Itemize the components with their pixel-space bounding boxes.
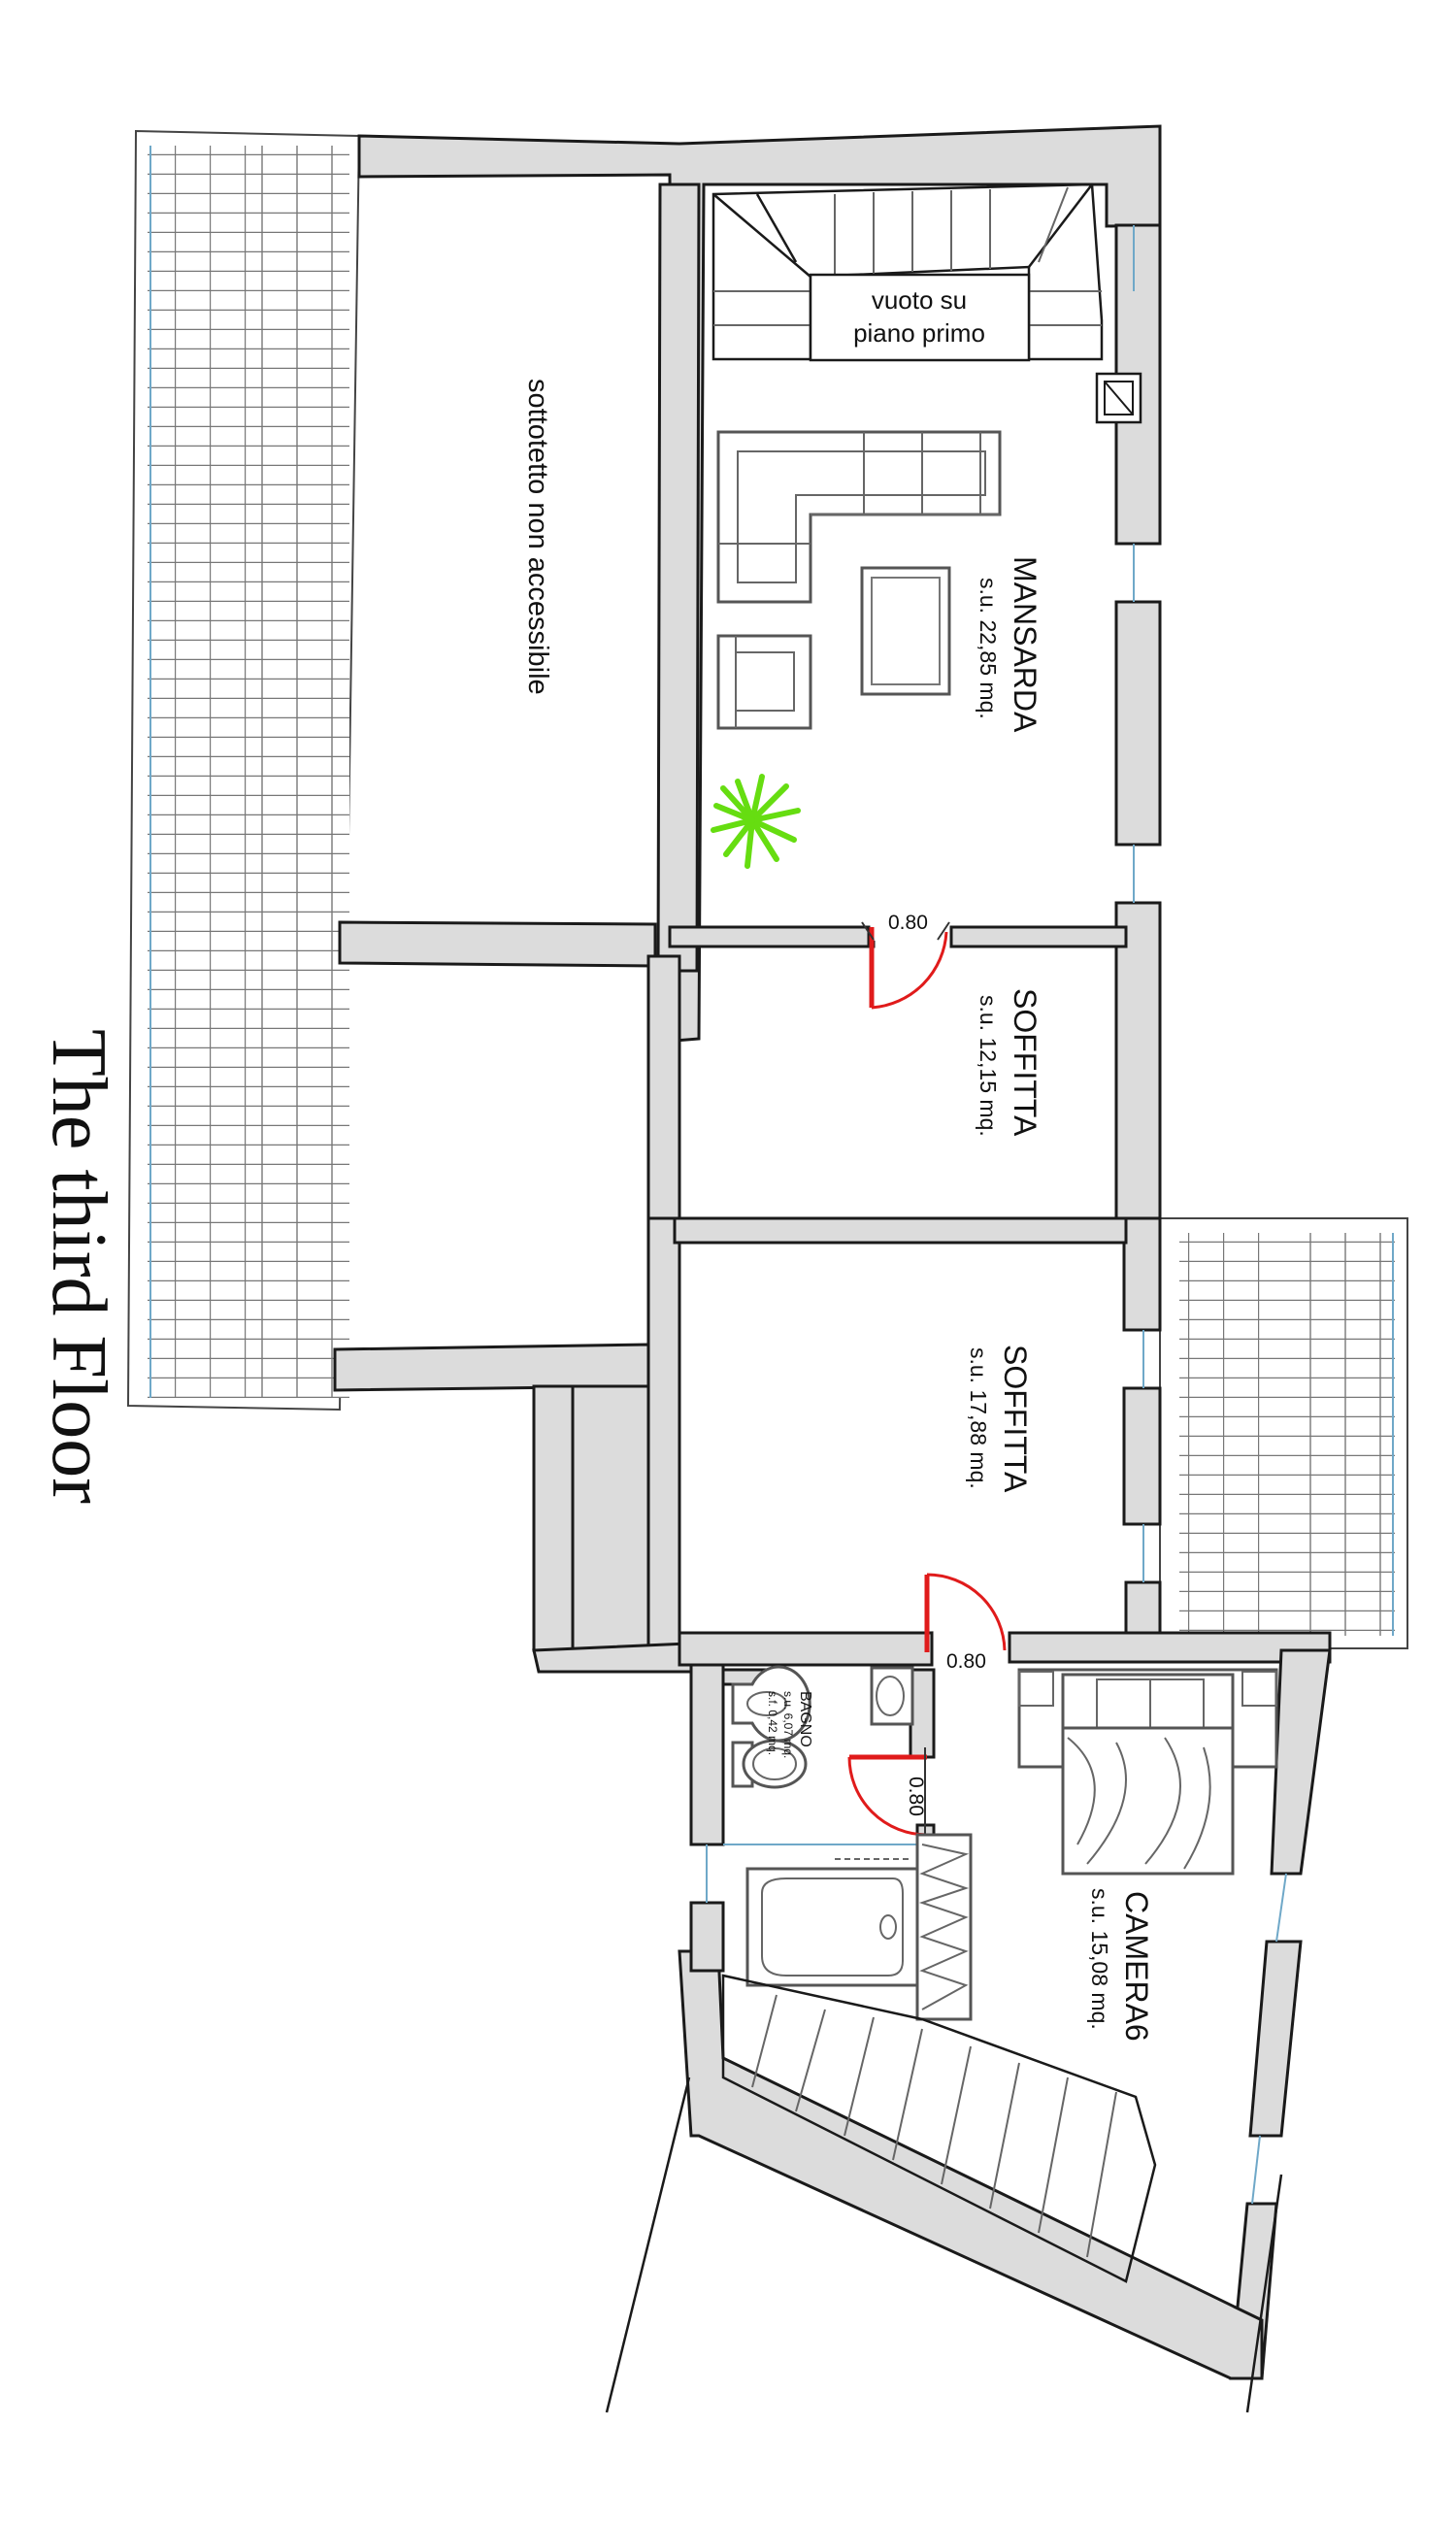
door-soffitta2 [924, 1573, 1007, 1652]
door-mansarda [861, 921, 950, 1010]
room-label-soffitta-2: SOFFITTA [998, 1345, 1033, 1493]
walls [333, 124, 1332, 2380]
vuoto-label-1: vuoto su [872, 285, 967, 315]
sink-icon [870, 1666, 914, 1726]
door-width-label-1: 0.80 [888, 912, 928, 934]
room-label-sottotetto: sottotetto non accessibile [522, 379, 553, 695]
coffee-table-icon [860, 566, 951, 696]
bidet-icon [731, 1665, 811, 1743]
windows [706, 225, 1287, 2205]
roof-right [1159, 1217, 1408, 1649]
room-area-camera6: s.u. 15,08 mq. [1087, 1888, 1112, 2030]
door-bagno [847, 1747, 928, 1844]
wardrobe-icon [915, 1833, 973, 2021]
bagno-area1: s.u. 6,07 mq. [781, 1691, 795, 1758]
plant-icon [711, 774, 801, 869]
room-label-soffitta-1: SOFFITTA [1008, 988, 1042, 1137]
chimney-icon [1095, 372, 1142, 424]
vuoto-label-2: piano primo [853, 318, 985, 348]
door-width-label-3: 0.80 [905, 1777, 927, 1816]
bathtub-icon [745, 1858, 919, 1987]
roof-left [126, 129, 361, 1412]
staircase-bottom [721, 1974, 1157, 2283]
room-label-camera6: CAMERA6 [1119, 1891, 1154, 2042]
room-label-mansarda: MANSARDA [1008, 556, 1042, 733]
plan-title: The third Floor [36, 1029, 121, 1504]
staircase-top: vuoto su piano primo [711, 183, 1104, 362]
room-area-soffitta-2: s.u. 17,88 mq. [966, 1347, 991, 1489]
ground-lines [605, 2076, 1283, 2413]
room-area-soffitta-1: s.u. 12,15 mq. [976, 995, 1001, 1137]
bagno-area2: s.f. 0,42 mq. [766, 1691, 779, 1755]
bagno-name: BAGNO [797, 1691, 813, 1747]
door-width-label-2: 0.80 [946, 1650, 986, 1673]
bed-icon [1017, 1668, 1278, 1876]
armchair-icon [716, 634, 812, 730]
room-area-mansarda: s.u. 22,85 mq. [976, 578, 1001, 719]
sofa-icon [716, 430, 1002, 604]
toilet-icon [731, 1739, 808, 1789]
